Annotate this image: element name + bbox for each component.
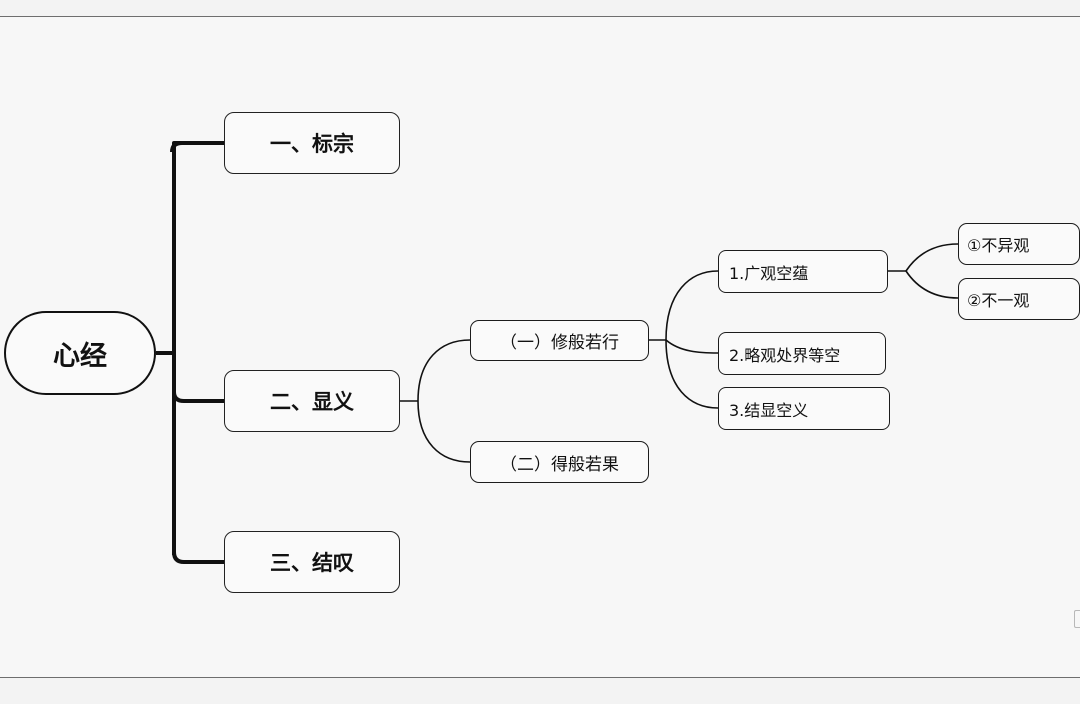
node-label: 三、结叹 <box>270 551 354 575</box>
node-xiubanruoxing[interactable]: （一）修般若行 <box>470 320 649 361</box>
node-label: 1.广观空蕴 <box>729 263 809 283</box>
node-xianyi[interactable]: 二、显义 <box>224 370 400 432</box>
resize-handle-icon[interactable] <box>1074 610 1080 628</box>
connector-xianyi <box>172 391 224 403</box>
node-jietan[interactable]: 三、结叹 <box>224 531 400 593</box>
node-label: （一）修般若行 <box>500 333 619 353</box>
connector-xiubanruo <box>417 339 471 402</box>
connector-trunk <box>172 141 182 555</box>
connector-jietan <box>172 551 224 564</box>
node-buyiguan-2[interactable]: ②不一观 <box>958 278 1080 320</box>
connector-buyi <box>905 243 959 272</box>
connector-guangguan <box>665 270 719 341</box>
node-lueguanchujie[interactable]: 2.略观处界等空 <box>718 332 886 375</box>
node-label: ②不一观 <box>967 291 1030 310</box>
node-label: （二）得般若果 <box>500 454 619 475</box>
node-buyiguan[interactable]: ①不异观 <box>958 223 1080 265</box>
node-label: 二、显义 <box>270 390 354 414</box>
connector-debanruo <box>417 400 471 463</box>
node-debanruoguo[interactable]: （二）得般若果 <box>470 441 649 483</box>
connector-biaozong <box>170 141 224 153</box>
root-label: 心经 <box>53 340 107 372</box>
node-jiexiankongyi[interactable]: 3.结显空义 <box>718 387 890 430</box>
connector-jiexian <box>665 339 719 409</box>
connector-lueguan <box>665 339 719 354</box>
node-label: 2.略观处界等空 <box>729 345 841 365</box>
node-label: ①不异观 <box>967 236 1030 255</box>
connector-buyiguan <box>905 270 959 299</box>
node-label: 一、标宗 <box>270 132 354 156</box>
node-biaozong[interactable]: 一、标宗 <box>224 112 400 174</box>
node-guangguankongyun[interactable]: 1.广观空蕴 <box>718 250 888 293</box>
node-label: 3.结显空义 <box>729 400 809 420</box>
root-node-xinjing[interactable]: 心经 <box>4 311 156 395</box>
